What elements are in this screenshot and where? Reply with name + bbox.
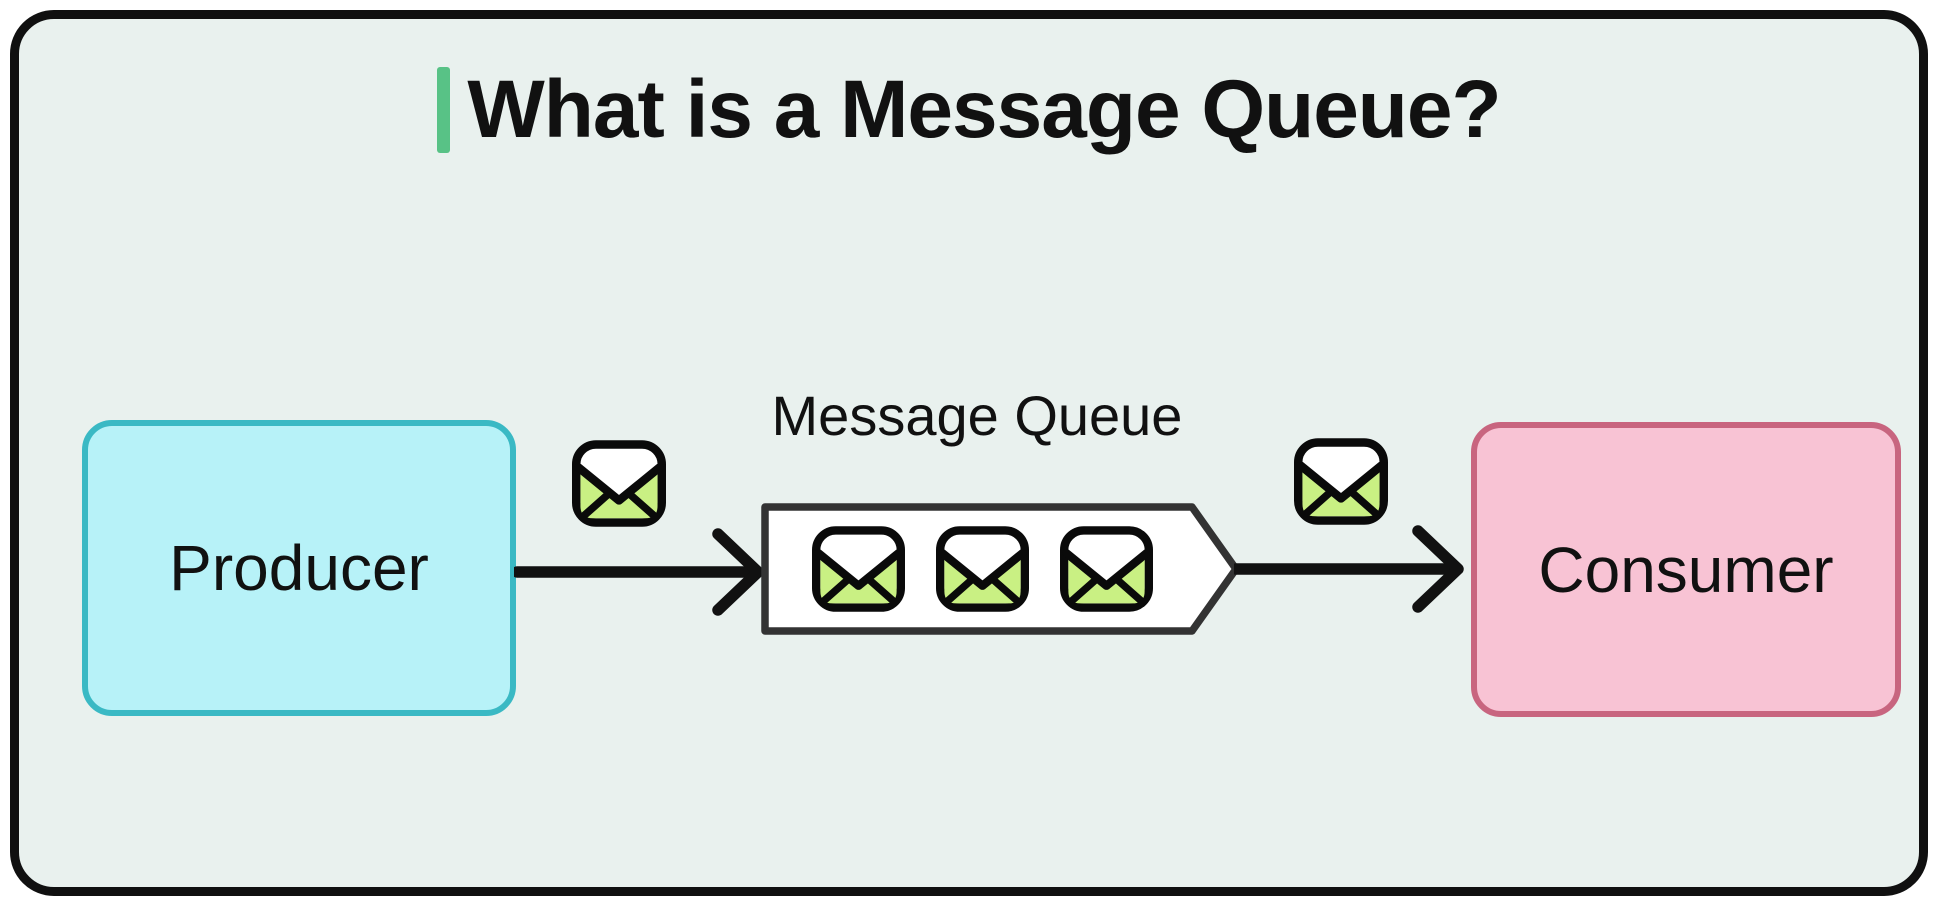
queue-messages: [812, 526, 1153, 612]
title-block: What is a Message Queue?: [19, 63, 1919, 157]
diagram-panel: What is a Message Queue? Producer Messag…: [10, 10, 1928, 896]
envelope-icon: [936, 526, 1029, 612]
queue-to-consumer-arrow: [1234, 514, 1474, 624]
envelope-icon: [572, 440, 666, 527]
message-in-transit-left: [572, 440, 666, 527]
page-title: What is a Message Queue?: [467, 64, 1501, 155]
envelope-icon: [1294, 438, 1388, 525]
producer-to-queue-arrow: [514, 517, 766, 627]
queue-label: Message Queue: [771, 384, 1183, 447]
producer-node: Producer: [82, 420, 516, 716]
title-accent-bar: [437, 67, 451, 153]
consumer-node: Consumer: [1471, 422, 1901, 717]
producer-label: Producer: [169, 532, 429, 604]
message-queue-node: [760, 502, 1242, 636]
message-in-transit-right: [1294, 438, 1388, 525]
envelope-icon: [812, 526, 905, 612]
envelope-icon: [1060, 526, 1153, 612]
consumer-label: Consumer: [1538, 533, 1834, 606]
